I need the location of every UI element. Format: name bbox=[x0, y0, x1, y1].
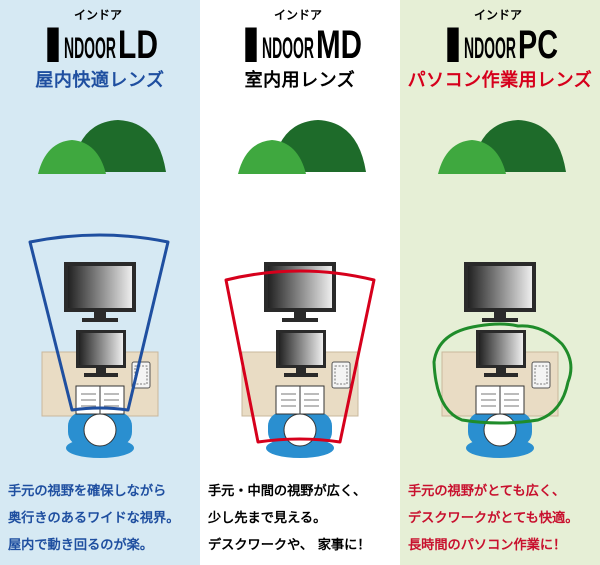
desc-line: 手元の視野がとても広く、 bbox=[408, 484, 566, 499]
vision-field-ld bbox=[28, 233, 170, 412]
lens-subtitle: 室内用レンズ bbox=[244, 70, 356, 91]
far-monitor bbox=[264, 262, 336, 322]
hill-light bbox=[438, 140, 506, 174]
hill-light bbox=[38, 140, 106, 174]
logo-ruby: インドア bbox=[474, 8, 522, 22]
lens-description: 手元の視野を確保しながら 奥行きのあるワイドな視界。 屋内で動き回るのが楽。 bbox=[0, 478, 200, 559]
illustration bbox=[200, 100, 400, 470]
desc-line: 奥行きのあるワイドな視界。 bbox=[8, 511, 180, 526]
logo-word: NDOOR bbox=[464, 32, 516, 65]
near-monitor bbox=[76, 330, 126, 377]
desc-line: 手元の視野を確保しながら bbox=[8, 484, 167, 499]
vision-field-pc bbox=[432, 322, 573, 425]
desc-line: デスクワークや、 家事に！ bbox=[208, 538, 371, 553]
desc-line: 屋内で動き回るのが楽。 bbox=[8, 538, 154, 553]
near-monitor bbox=[476, 330, 526, 377]
desc-line: 長時間のパソコン作業に！ bbox=[408, 538, 567, 553]
logo-suffix: MD bbox=[316, 23, 362, 66]
desc-line: デスクワークがとても快適。 bbox=[408, 511, 579, 526]
logo-suffix: PC bbox=[518, 23, 558, 66]
panel-indoor-md: インドア I NDOOR MD 室内用レンズ bbox=[200, 0, 400, 565]
far-monitor bbox=[464, 262, 536, 322]
logo-initial: I bbox=[442, 17, 464, 66]
logo-indoor-md: インドア I NDOOR MD bbox=[200, 6, 400, 66]
desc-line: 少し先まで見える。 bbox=[208, 511, 327, 526]
lens-subtitle: パソコン作業用レンズ bbox=[407, 70, 593, 91]
logo-indoor-pc: インドア I NDOOR PC bbox=[400, 6, 600, 66]
far-monitor bbox=[64, 262, 136, 322]
logo-indoor-ld: インドア I NDOOR LD bbox=[0, 6, 200, 66]
phone bbox=[531, 361, 551, 389]
near-monitor bbox=[276, 330, 326, 377]
illustration bbox=[400, 100, 600, 470]
vision-field-md bbox=[224, 269, 376, 444]
lens-subtitle: 屋内快適レンズ bbox=[35, 70, 165, 91]
logo-suffix: LD bbox=[118, 23, 158, 66]
panel-indoor-pc: インドア I NDOOR PC パソコン作業用レンズ bbox=[400, 0, 600, 565]
panel-indoor-ld: インドア I NDOOR LD 屋内快適レンズ bbox=[0, 0, 200, 565]
logo-initial: I bbox=[240, 17, 262, 66]
lens-description: 手元・中間の視野が広く、 少し先まで見える。 デスクワークや、 家事に！ bbox=[200, 478, 400, 559]
person bbox=[266, 385, 334, 458]
phone bbox=[331, 361, 351, 389]
logo-ruby: インドア bbox=[274, 8, 322, 22]
lens-description: 手元の視野がとても広く、 デスクワークがとても快適。 長時間のパソコン作業に！ bbox=[400, 478, 600, 559]
hill-light bbox=[238, 140, 306, 174]
logo-ruby: インドア bbox=[74, 8, 122, 22]
illustration bbox=[0, 100, 200, 470]
logo-initial: I bbox=[42, 17, 64, 66]
person bbox=[66, 385, 134, 458]
logo-word: NDOOR bbox=[64, 32, 116, 65]
desc-line: 手元・中間の視野が広く、 bbox=[208, 484, 367, 499]
logo-word: NDOOR bbox=[262, 32, 314, 65]
